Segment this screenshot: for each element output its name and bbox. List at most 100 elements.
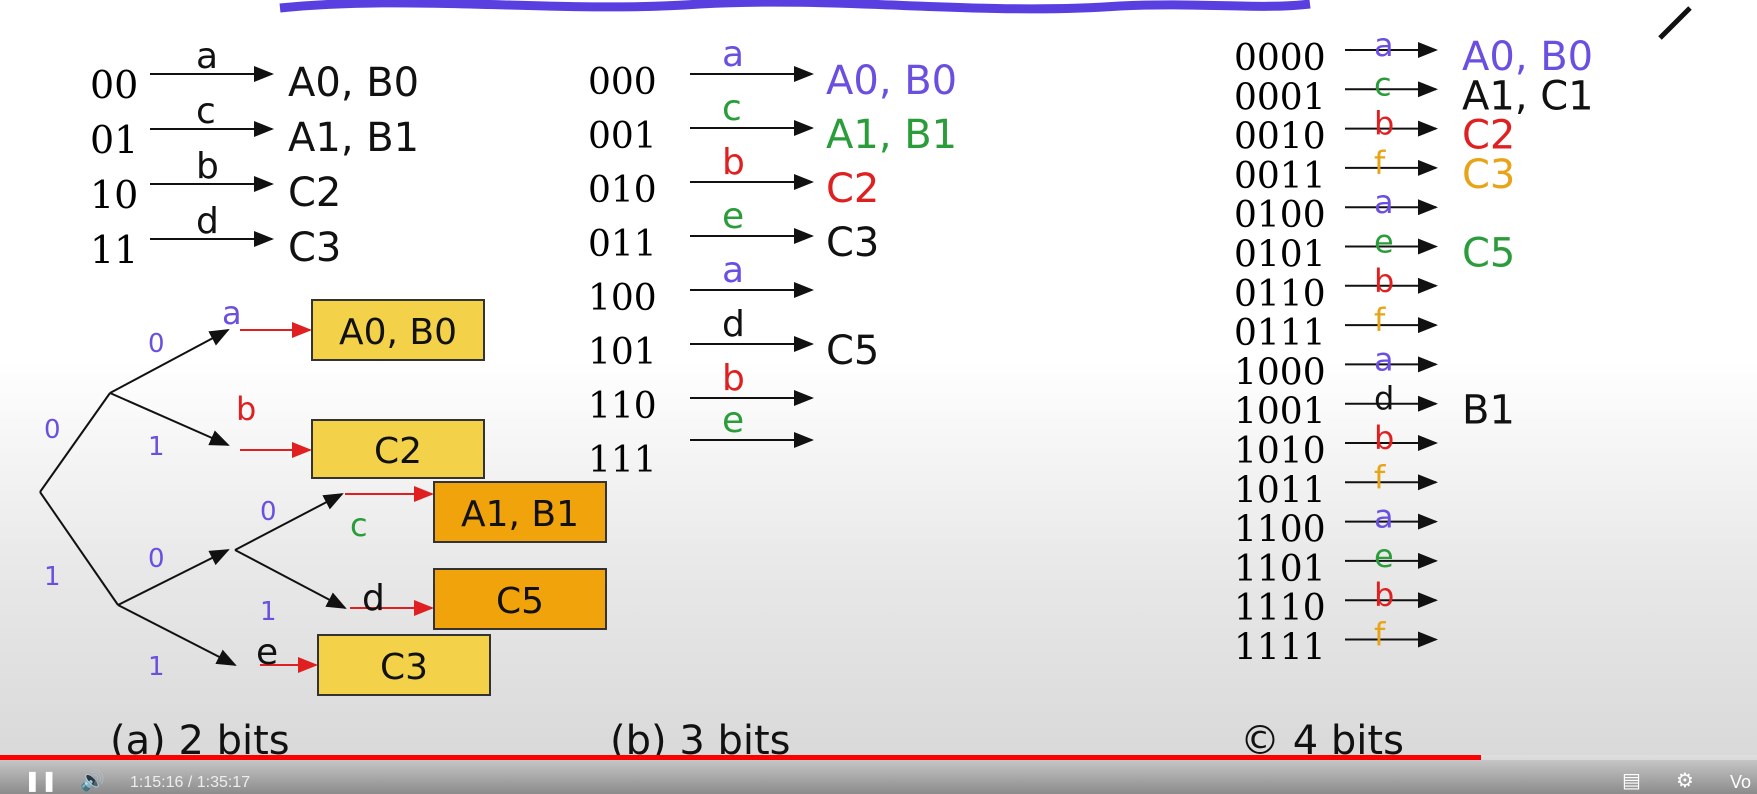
hash-letter: b <box>1374 105 1394 143</box>
hash-code: 110 <box>588 386 657 427</box>
hash-code: 1011 <box>1234 470 1326 511</box>
hash-code: 1101 <box>1234 549 1326 590</box>
hash-code: 00 <box>90 63 138 107</box>
hash-letter: f <box>1374 301 1386 339</box>
hash-code: 1110 <box>1234 588 1326 629</box>
hash-letter: b <box>1374 262 1394 300</box>
trie-letter: e <box>256 632 278 673</box>
trie-letter: d <box>362 578 385 619</box>
settings-gear-icon[interactable]: ⚙ <box>1676 768 1694 792</box>
trie-bit: 1 <box>260 597 277 627</box>
hash-letter: d <box>1374 380 1394 418</box>
bucket-label: C3 <box>380 647 428 688</box>
hash-code: 101 <box>588 332 657 373</box>
bucket-name: C2 <box>1462 113 1515 159</box>
bucket-name: A0, B0 <box>826 58 957 104</box>
hash-code: 1000 <box>1234 352 1326 393</box>
hash-letter: f <box>1374 144 1386 182</box>
bucket-name: A1, B1 <box>826 112 957 158</box>
bucket-name: C5 <box>1462 231 1515 277</box>
right-control-label[interactable]: Vo <box>1730 772 1752 792</box>
hash-letter: a <box>1374 26 1394 64</box>
trie-letter: c <box>350 506 368 544</box>
hash-letter: b <box>722 358 745 399</box>
hash-code: 0010 <box>1234 117 1326 158</box>
hash-code: 10 <box>90 173 138 217</box>
bucket-box <box>311 419 485 479</box>
volume-icon[interactable]: 🔊 <box>80 768 105 792</box>
hash-letter: a <box>196 36 218 77</box>
hash-code: 001 <box>588 116 657 157</box>
bucket-name: A1, B1 <box>288 115 419 161</box>
bucket-box <box>317 634 491 696</box>
hash-code: 1001 <box>1234 392 1326 433</box>
caption-3-bits: (b) 3 bits <box>610 718 791 755</box>
hash-letter: e <box>1374 223 1394 261</box>
progress-fill <box>0 755 1482 760</box>
hash-code: 011 <box>588 224 657 265</box>
hash-code: 0101 <box>1234 235 1326 276</box>
pen-stroke-right <box>1658 6 1692 40</box>
bucket-name: C2 <box>826 166 879 212</box>
trie-bit: 0 <box>44 415 61 445</box>
bucket-label: A0, B0 <box>339 312 457 353</box>
time-display: 1:15:16 / 1:35:17 <box>130 774 251 791</box>
hash-code: 1010 <box>1234 431 1326 472</box>
hash-code: 100 <box>588 278 657 319</box>
hash-code: 1100 <box>1234 510 1326 551</box>
trie-bit: 1 <box>148 652 165 682</box>
hash-code: 0000 <box>1234 38 1326 79</box>
subtitles-icon[interactable]: ▤ <box>1622 768 1641 792</box>
progress-bar[interactable] <box>0 755 1757 760</box>
hash-letter: f <box>1374 458 1386 496</box>
hash-code: 111 <box>588 440 657 481</box>
hash-code: 0011 <box>1234 156 1326 197</box>
hash-letter: b <box>722 142 745 183</box>
trie-bit: 1 <box>148 432 165 462</box>
pen-scribble <box>279 0 1311 14</box>
hash-letter: f <box>1374 616 1386 654</box>
hash-letter: b <box>1374 576 1394 614</box>
hash-code: 000 <box>588 62 657 103</box>
hash-letter: e <box>1374 537 1394 575</box>
hash-letter: e <box>722 400 744 441</box>
trie-letter: b <box>236 390 256 428</box>
hash-letter: a <box>1374 498 1394 536</box>
hash-code: 0111 <box>1234 313 1326 354</box>
hash-letter: b <box>1374 419 1394 457</box>
pause-icon[interactable]: ❚❚ <box>24 768 58 792</box>
hash-letter: c <box>196 91 216 132</box>
hash-code: 11 <box>90 228 138 272</box>
bucket-box <box>433 568 607 630</box>
bucket-name: A0, B0 <box>1462 34 1593 80</box>
trie-bit: 0 <box>260 497 277 527</box>
bucket-name: C5 <box>826 328 879 374</box>
hash-letter: e <box>722 196 744 237</box>
hash-code: 01 <box>90 118 138 162</box>
trie: 0 1 0 1 0 1 0 1 a b c d e A0, B0 C2 A1, … <box>39 294 607 696</box>
bucket-box <box>433 481 607 543</box>
video-controls-bar <box>0 755 1757 794</box>
bucket-name: C3 <box>826 220 879 266</box>
hash-code: 0100 <box>1234 195 1326 236</box>
trie-letter: a <box>222 294 242 332</box>
hash-letter: c <box>722 88 742 129</box>
trie-bit: 1 <box>44 562 61 592</box>
hash-letter: a <box>1374 340 1394 378</box>
bucket-name: C2 <box>288 170 341 216</box>
bucket-name: C3 <box>288 225 341 271</box>
hash-letter: b <box>196 146 219 187</box>
bucket-label: C5 <box>496 581 544 622</box>
trie-bit: 0 <box>148 544 165 574</box>
bucket-name: A1, C1 <box>1462 73 1594 119</box>
hash-code: 0110 <box>1234 274 1326 315</box>
caption-2-bits: (a) 2 bits <box>110 718 290 755</box>
hash-letter: a <box>722 250 744 291</box>
hash-letter: a <box>1374 183 1394 221</box>
hash-letter: d <box>196 201 219 242</box>
bucket-label: A1, B1 <box>461 494 579 535</box>
hash-letter: a <box>722 34 744 75</box>
bucket-name: B1 <box>1462 388 1515 434</box>
